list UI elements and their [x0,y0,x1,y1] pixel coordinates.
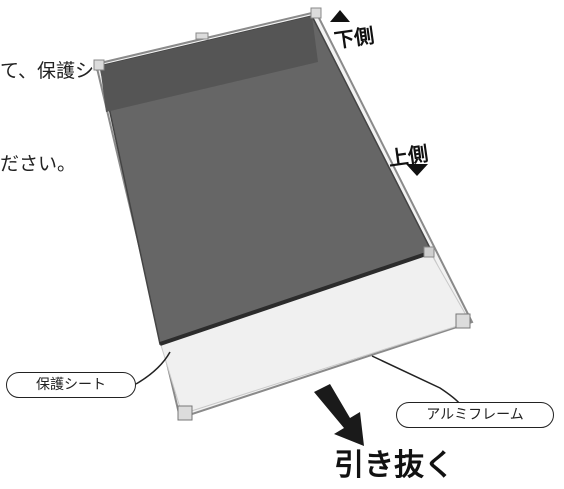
pull-out-arrow-icon [314,384,364,446]
instruction-line-2: ださい。 [0,153,77,175]
frame-clip-right [423,246,435,258]
corner-clip-top-right [310,7,322,19]
corner-clip-bottom-right [455,313,471,329]
aluminum-frame-callout: アルミフレーム [396,402,554,428]
bottom-side-label: 下側 [332,23,376,53]
dark-panel-top-band [100,16,318,112]
protective-sheet-leader [135,351,171,385]
top-side-label: 上側 [386,141,430,171]
protective-sheet-callout: 保護シート [6,372,136,398]
frame-clip-top [195,32,209,40]
corner-clip-bottom-left [177,405,193,421]
corner-clip-top-left [93,59,105,71]
aluminum-frame-leader [371,355,461,405]
panel-edge [159,250,433,346]
bottom-side-arrow-icon [330,10,350,22]
pull-out-label: 引き抜く [334,448,454,483]
top-side-arrow-icon [406,164,428,176]
